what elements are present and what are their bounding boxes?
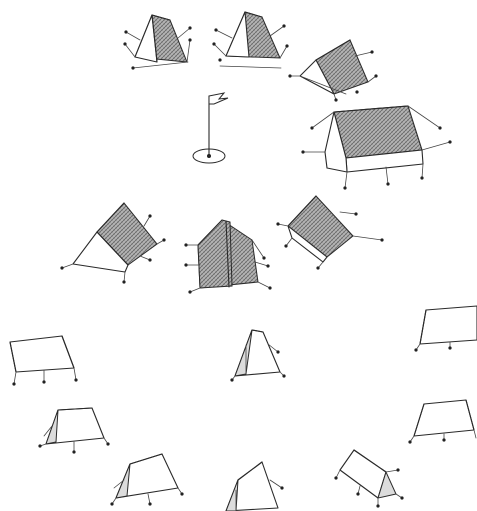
campsite-layout-illustration (0, 0, 477, 511)
